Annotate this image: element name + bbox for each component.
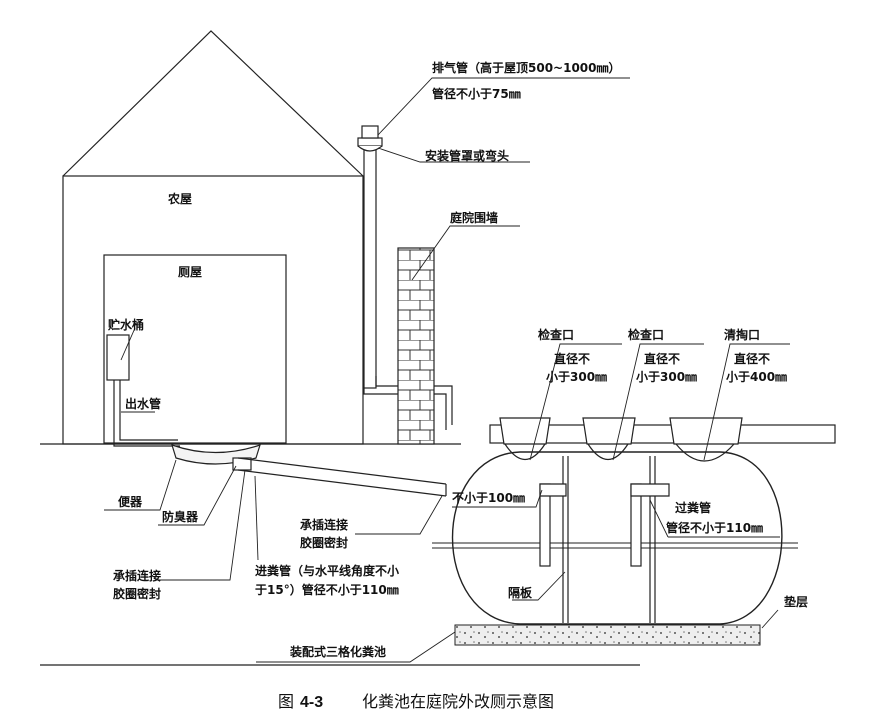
label-toilet-room: 厕屋 — [178, 264, 202, 279]
label-transfer-pipe: 过粪管 — [675, 500, 711, 515]
leader-lines — [104, 77, 790, 663]
label-septic-tank: 装配式三格化粪池 — [289, 644, 386, 659]
transfer-pipes — [539, 483, 670, 567]
label-inspection-2: 检查口 — [628, 327, 664, 342]
label-socket-joint-1a: 承插连接 — [300, 517, 348, 532]
label-inlet-pipe-b: 于15°）管径不小于110㎜ — [255, 582, 399, 597]
label-inspection-2-dia-b: 小于300㎜ — [636, 369, 697, 384]
label-socket-joint-2b: 胶圈密封 — [113, 586, 161, 601]
label-inspection-1: 检查口 — [538, 327, 574, 342]
caption-title: 化粪池在庭院外改厕示意图 — [362, 692, 554, 711]
inlet-pipe — [237, 457, 447, 497]
water-tank — [106, 334, 180, 447]
cushion-layer — [454, 624, 761, 646]
label-courtyard-wall: 庭院围墙 — [450, 210, 498, 225]
labels: 农屋 厕屋 贮水桶 出水管 排气管（高于屋顶500~1000㎜） 管径不小于75… — [107, 60, 808, 659]
label-transfer-diameter: 管径不小于110㎜ — [666, 520, 763, 535]
label-cleanout-dia-b: 小于400㎜ — [726, 369, 787, 384]
label-house: 农屋 — [167, 191, 192, 206]
figure-caption: 图 4-3 化粪池在庭院外改厕示意图 — [278, 692, 554, 711]
label-min-100: 不小于100㎜ — [452, 490, 525, 505]
toilet-bowl — [171, 444, 261, 471]
courtyard-wall — [397, 247, 435, 445]
label-water-tank: 贮水桶 — [107, 317, 144, 332]
label-toilet-bowl: 便器 — [118, 494, 143, 509]
label-inspection-2-dia-a: 直径不 — [644, 351, 680, 366]
ground-surface — [40, 424, 836, 666]
label-inspection-1-dia-b: 小于300㎜ — [546, 369, 607, 384]
caption-number: 4-3 — [300, 694, 323, 711]
label-cleanout: 清掏口 — [724, 327, 760, 342]
access-ports — [499, 417, 743, 462]
label-vent-pipe: 排气管（高于屋顶500~1000㎜） — [432, 60, 621, 75]
septic-tank — [432, 451, 798, 625]
label-socket-joint-2a: 承插连接 — [113, 568, 161, 583]
label-partition: 隔板 — [508, 585, 533, 600]
label-inlet-pipe-a: 进粪管（与水平线角度不小 — [255, 563, 399, 578]
house — [62, 30, 364, 445]
label-vent-cap: 安装管罩或弯头 — [425, 148, 509, 163]
vent-pipe — [357, 125, 453, 430]
label-inspection-1-dia-a: 直径不 — [554, 351, 590, 366]
label-cushion: 垫层 — [784, 594, 808, 609]
label-odor-trap: 防臭器 — [162, 509, 199, 524]
label-socket-joint-1b: 胶圈密封 — [300, 535, 348, 550]
label-cleanout-dia-a: 直径不 — [734, 351, 770, 366]
label-outlet-pipe: 出水管 — [125, 396, 161, 411]
caption-prefix: 图 — [278, 692, 294, 711]
label-vent-diameter: 管径不小于75㎜ — [432, 86, 521, 101]
